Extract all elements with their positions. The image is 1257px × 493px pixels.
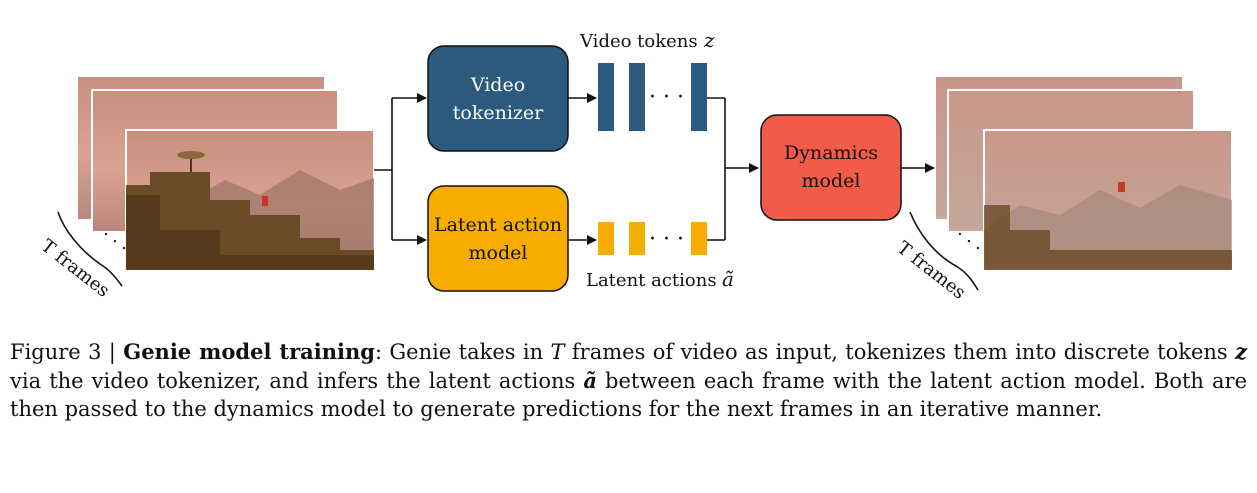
- latent-actions-symbol: ã: [722, 267, 734, 291]
- video-token: [691, 63, 707, 131]
- output-frame-front: [983, 129, 1233, 271]
- genie-training-diagram: · · · T frames Video tokenizer Latent ac…: [37, 28, 1233, 304]
- latent-actions-label: Latent actions: [586, 270, 717, 291]
- video-token: [598, 63, 614, 131]
- svg-text:tokenizer: tokenizer: [453, 102, 544, 124]
- caption-text-3: via the video tokenizer, and infers the …: [10, 368, 584, 393]
- input-frames-stack: · · · T frames: [37, 77, 375, 302]
- latent-action-model-box: Latent action model: [427, 185, 569, 292]
- svg-text:Dynamics: Dynamics: [784, 142, 878, 164]
- caption-symbol-T: T: [550, 340, 565, 364]
- video-tokens-label: Video tokens: [579, 31, 698, 52]
- merge-connectors: [707, 97, 759, 241]
- caption-title: Genie model training: [123, 339, 375, 364]
- caption-text-1: : Genie takes in: [374, 340, 551, 364]
- latent-action-token: [598, 222, 614, 255]
- svg-text:Latent action: Latent action: [434, 214, 562, 236]
- dynamics-model-box: Dynamics model: [760, 114, 902, 221]
- latent-action-token: [629, 222, 645, 255]
- svg-text:Video: Video: [470, 74, 525, 96]
- video-tokens: Video tokens z · · ·: [579, 28, 715, 131]
- output-frames-stack: · · · T frames: [893, 77, 1233, 304]
- latent-action-token: [691, 222, 707, 255]
- latent-actions-ellipsis: · · ·: [649, 227, 684, 252]
- svg-text:model: model: [469, 242, 528, 264]
- svg-text:model: model: [802, 170, 861, 192]
- latent-actions: · · · Latent actions ã: [586, 222, 734, 291]
- caption-symbol-a: ã: [583, 367, 597, 393]
- caption-symbol-z: z: [1235, 339, 1248, 364]
- input-frames-label: T frames: [37, 235, 114, 301]
- input-connectors: [374, 93, 427, 245]
- video-tokens-symbol: z: [703, 28, 715, 52]
- video-tokenizer-box: Video tokenizer: [427, 45, 569, 152]
- input-frame-front: [125, 129, 375, 271]
- figure-caption: Figure 3 | Genie model training: Genie t…: [10, 338, 1247, 424]
- video-token: [629, 63, 645, 131]
- caption-text-4: between each frame with the latent actio…: [10, 368, 1247, 422]
- caption-text-2: frames of video as input, tokenizes them…: [564, 340, 1236, 364]
- caption-prefix: Figure 3 |: [10, 340, 124, 364]
- video-tokens-ellipsis: · · ·: [649, 85, 684, 110]
- output-frames-label: T frames: [893, 237, 970, 303]
